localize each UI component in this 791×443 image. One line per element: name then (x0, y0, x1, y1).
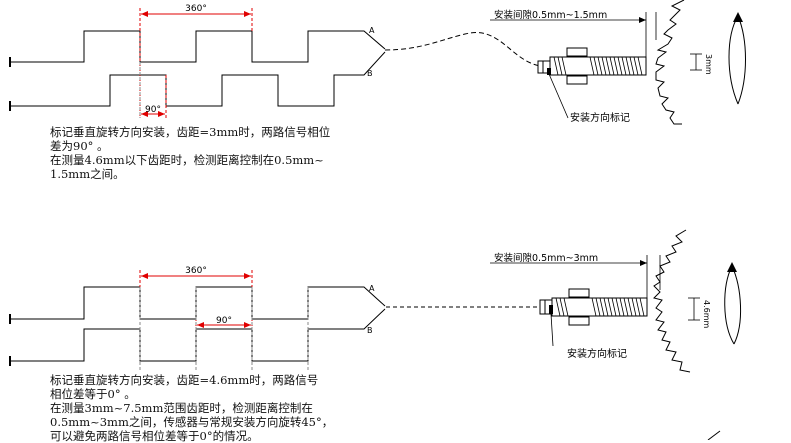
top-signal-a-label: A (369, 26, 375, 35)
top-note-line: 1.5mm之间。 (50, 167, 125, 181)
bottom-sensor-thread-hatch (555, 297, 645, 317)
bottom-signal-b-waveform (10, 308, 386, 362)
bottom-signal-a-waveform (10, 286, 386, 320)
top-rotation-arrow-icon (728, 15, 746, 105)
bottom-dimension-90-label: 90° (216, 316, 232, 326)
top-dimension-360-label: 360° (185, 4, 207, 14)
bottom-gear-teeth (653, 229, 691, 373)
top-dimension-90-label: 90° (145, 105, 161, 115)
top-note-line: 在测量4.6mm以下齿距时，检测距离控制在0.5mm~ (50, 153, 324, 167)
bottom-rotation-arrow-icon (724, 265, 741, 345)
top-mark-leader (548, 73, 569, 119)
top-extension-lines (139, 8, 253, 118)
top-note-line: 差为90° 。 (50, 139, 109, 153)
bottom-panel: 360° 90° A B 安装方向标记 安装间隙0.5mm~3mm (9, 229, 741, 373)
top-panel: 360° 90° A B 安装方向标记 安装间隙0.5mm~1.5mm (9, 0, 746, 125)
bottom-note-line: 0.5mm~3mm之间，传感器与常规安装方向旋转45°， (50, 415, 334, 429)
top-notes: 标记垂直旋转方向安装，齿距=3mm时，两路信号相位 差为90° 。 在测量4.6… (50, 125, 330, 181)
top-note-line: 标记垂直旋转方向安装，齿距=3mm时，两路信号相位 (50, 125, 331, 139)
top-gap-label: 安装间隙0.5mm~1.5mm (494, 9, 607, 21)
bottom-extension-lines (139, 270, 309, 370)
top-pitch-label: 3mm (704, 54, 713, 75)
bottom-note-line: 标记垂直旋转方向安装，齿距=4.6mm时，两路信号 (50, 373, 319, 387)
bottom-notes: 标记垂直旋转方向安装，齿距=4.6mm时，两路信号 相位差等于0° 。 在测量3… (50, 373, 333, 443)
bottom-dimension-360-label: 360° (185, 266, 207, 276)
top-sensor-thread-hatch (553, 56, 643, 76)
bottom-mark-label: 安装方向标记 (567, 347, 627, 360)
bottom-signal-b-label: B (367, 326, 373, 335)
top-cable-dashed (384, 32, 541, 67)
bottom-gap-label: 安装间隙0.5mm~3mm (494, 252, 598, 264)
bottom-sensor (539, 288, 648, 326)
top-sensor (537, 47, 647, 85)
top-signal-b-label: B (367, 69, 373, 78)
bottom-mark-leader (550, 313, 554, 347)
bottom-signal-a-label: A (369, 284, 375, 293)
top-mounting-mark (547, 68, 551, 75)
bottom-pitch-label: 4.6mm (702, 300, 711, 329)
corner-fragment-line (707, 430, 721, 440)
bottom-note-line: 在测量3mm~7.5mm范围齿距时，检测距离控制在 (50, 401, 313, 415)
bottom-note-line: 相位差等于0° 。 (50, 387, 136, 401)
top-gear-teeth (655, 0, 685, 125)
top-mark-label: 安装方向标记 (570, 111, 630, 124)
bottom-note-line: 可以避免两路信号相位差等于0°的情况。 (50, 429, 259, 443)
top-signal-b-waveform (10, 51, 386, 107)
bottom-mounting-mark (549, 305, 553, 314)
top-signal-a-waveform (10, 30, 386, 63)
